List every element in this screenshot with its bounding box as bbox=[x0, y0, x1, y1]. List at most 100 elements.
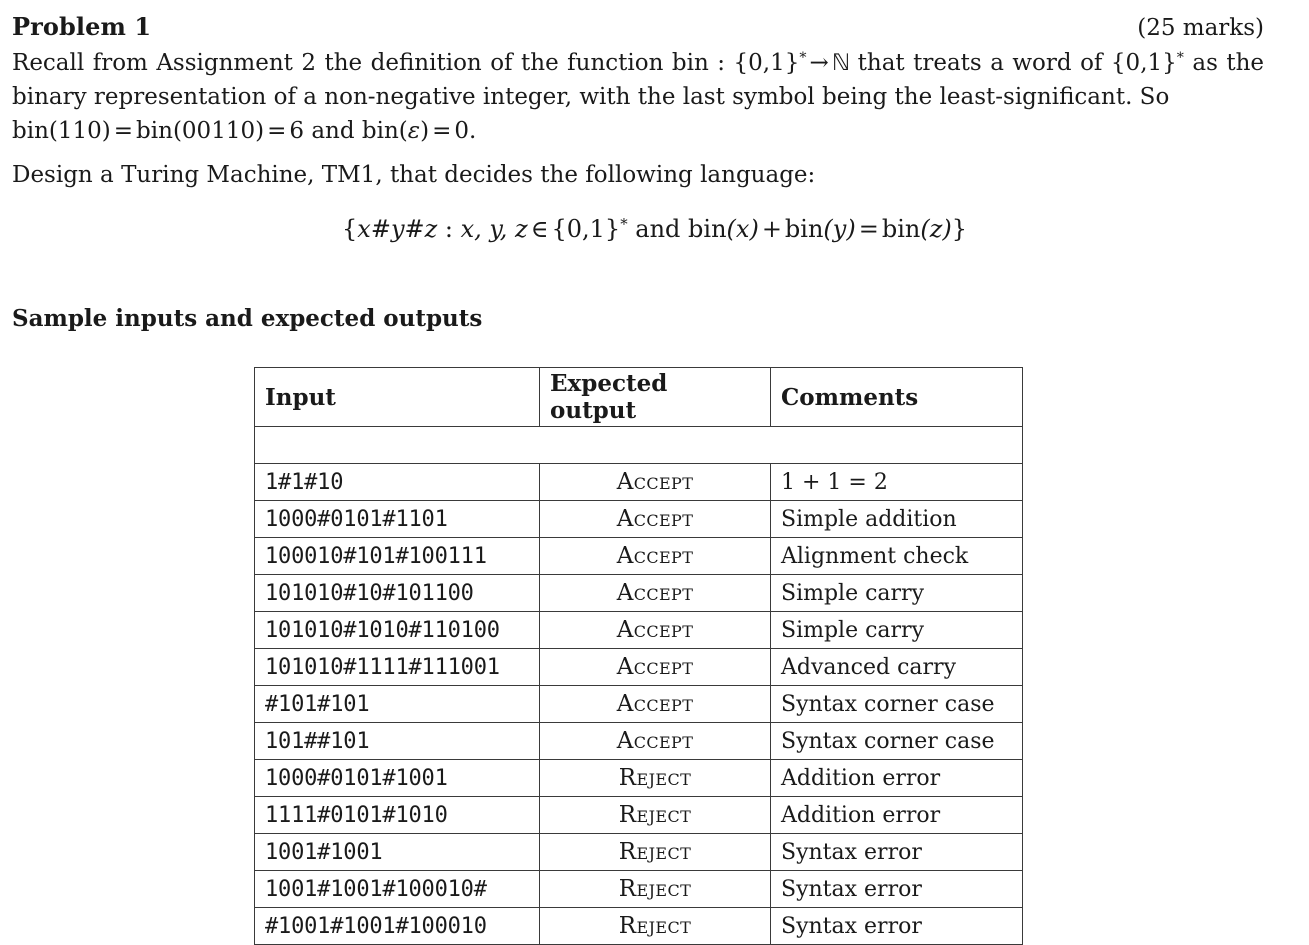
assignment-number: 2 bbox=[301, 50, 317, 76]
paragraph-recall: Recall from Assignment 2 the definition … bbox=[12, 46, 1264, 148]
bin-eq-value-6: 6 bbox=[289, 118, 304, 144]
cell-input: 101##101 bbox=[254, 722, 540, 760]
cell-comment: Syntax error bbox=[770, 907, 1023, 945]
cell-comment: Alignment check bbox=[770, 537, 1023, 575]
cell-expected-output: Accept bbox=[539, 463, 771, 501]
verdict-label: Accept bbox=[616, 617, 694, 643]
table-row: 101##101 Accept Syntax corner case bbox=[254, 722, 1023, 760]
alphabet-set-2-close: 1} bbox=[1147, 50, 1177, 76]
cell-comment: Syntax error bbox=[770, 870, 1023, 908]
kleene-star-2: * bbox=[1176, 50, 1184, 67]
header-rule-gap-cell bbox=[254, 426, 1023, 464]
alphabet-set-1-open: {0, bbox=[733, 50, 771, 76]
math-and: and bbox=[635, 215, 681, 243]
problem-header: Problem 1 (25 marks) bbox=[12, 12, 1264, 41]
recall-text-1: Recall from Assignment bbox=[12, 50, 302, 76]
recall-text-4: as the binary representation of a non-ne… bbox=[12, 50, 1265, 110]
set-open-brace: { bbox=[342, 215, 358, 243]
cell-input: #101#101 bbox=[254, 685, 540, 723]
alphabet-set-1-close: 1} bbox=[770, 50, 800, 76]
cell-expected-output: Accept bbox=[539, 611, 771, 649]
cell-expected-output: Accept bbox=[539, 537, 771, 575]
cell-input: 101010#10#101100 bbox=[254, 574, 540, 612]
verdict-label: Accept bbox=[616, 691, 694, 717]
verdict-label: Accept bbox=[616, 654, 694, 680]
verdict-label: Accept bbox=[616, 469, 694, 495]
cell-expected-output: Accept bbox=[539, 574, 771, 612]
cell-input: 1001#1001#100010# bbox=[254, 870, 540, 908]
page-title: Problem 1 bbox=[12, 12, 152, 41]
cell-expected-output: Accept bbox=[539, 685, 771, 723]
verdict-label: Accept bbox=[616, 506, 694, 532]
cell-expected-output: Reject bbox=[539, 759, 771, 797]
cell-input: 1111#0101#1010 bbox=[254, 796, 540, 834]
cell-expected-output: Accept bbox=[539, 648, 771, 686]
kleene-star-math: * bbox=[620, 214, 628, 233]
recall-colon: : bbox=[708, 50, 734, 76]
cell-input: 1000#0101#1101 bbox=[254, 500, 540, 538]
var-x: x bbox=[357, 215, 371, 243]
cell-input: 1#1#10 bbox=[254, 463, 540, 501]
verdict-label: Reject bbox=[618, 802, 692, 828]
marks-label: (25 marks) bbox=[1137, 15, 1264, 41]
verdict-label: Reject bbox=[618, 765, 692, 791]
cell-expected-output: Reject bbox=[539, 907, 771, 945]
math-bin-arg-x: (x) bbox=[726, 215, 759, 243]
bin-eq-arg-2: (00110) bbox=[172, 118, 265, 144]
cell-expected-output: Reject bbox=[539, 870, 771, 908]
table-row: #101#101 Accept Syntax corner case bbox=[254, 685, 1023, 723]
set-close-brace: } bbox=[951, 215, 967, 243]
bin-eq-and: and bbox=[311, 118, 355, 144]
paragraph-design: Design a Turing Machine, TM1, that decid… bbox=[12, 162, 816, 188]
bin-function-name: bin bbox=[671, 50, 709, 76]
bin-eq-fn-1: bin bbox=[12, 118, 49, 144]
verdict-label: Accept bbox=[616, 728, 694, 754]
samples-table-head: Input Expected output Comments bbox=[254, 367, 1023, 427]
kleene-star-1: * bbox=[799, 50, 807, 67]
equals-operator: = bbox=[858, 215, 879, 243]
header-rule-gap bbox=[254, 426, 1023, 464]
cell-comment: Syntax corner case bbox=[770, 685, 1023, 723]
hash-separator-1: # bbox=[370, 215, 391, 243]
recall-text-3: that treats a word of bbox=[849, 50, 1111, 76]
bin-eq-value-0: 0. bbox=[454, 118, 477, 144]
cell-comment: Simple addition bbox=[770, 500, 1023, 538]
plus-operator: + bbox=[761, 215, 782, 243]
epsilon-symbol: ε bbox=[407, 118, 421, 144]
math-bin-arg-y: (y) bbox=[823, 215, 856, 243]
cell-comment: 1 + 1 = 2 bbox=[770, 463, 1023, 501]
bin-eq-fn-2: bin bbox=[136, 118, 173, 144]
verdict-label: Accept bbox=[616, 580, 694, 606]
alphabet-close: 1} bbox=[589, 215, 621, 243]
verdict-label: Reject bbox=[618, 913, 692, 939]
cell-expected-output: Reject bbox=[539, 796, 771, 834]
cell-comment: Simple carry bbox=[770, 611, 1023, 649]
cell-comment: Advanced carry bbox=[770, 648, 1023, 686]
math-bin-2: bin bbox=[784, 215, 824, 243]
natural-numbers-symbol: ℕ bbox=[831, 50, 850, 76]
bin-eq-paren-close: ) bbox=[420, 118, 430, 144]
table-row: 1000#0101#1101 Accept Simple addition bbox=[254, 500, 1023, 538]
table-row: 1000#0101#1001 Reject Addition error bbox=[254, 759, 1023, 797]
cell-comment: Addition error bbox=[770, 759, 1023, 797]
bin-eq-equals-1: = bbox=[113, 118, 134, 144]
recall-text-2: the definition of the function bbox=[316, 50, 672, 76]
math-bin-arg-z: (z) bbox=[920, 215, 952, 243]
cell-input: 1000#0101#1001 bbox=[254, 759, 540, 797]
var-list: x, y, z bbox=[460, 215, 528, 243]
var-y: y bbox=[390, 215, 405, 243]
cell-input: #1001#1001#100010 bbox=[254, 907, 540, 945]
cell-comment: Syntax corner case bbox=[770, 722, 1023, 760]
verdict-label: Accept bbox=[616, 543, 694, 569]
column-header-input: Input bbox=[254, 367, 540, 427]
table-header-row: Input Expected output Comments bbox=[254, 367, 1023, 427]
math-bin-3: bin bbox=[881, 215, 921, 243]
cell-comment: Addition error bbox=[770, 796, 1023, 834]
